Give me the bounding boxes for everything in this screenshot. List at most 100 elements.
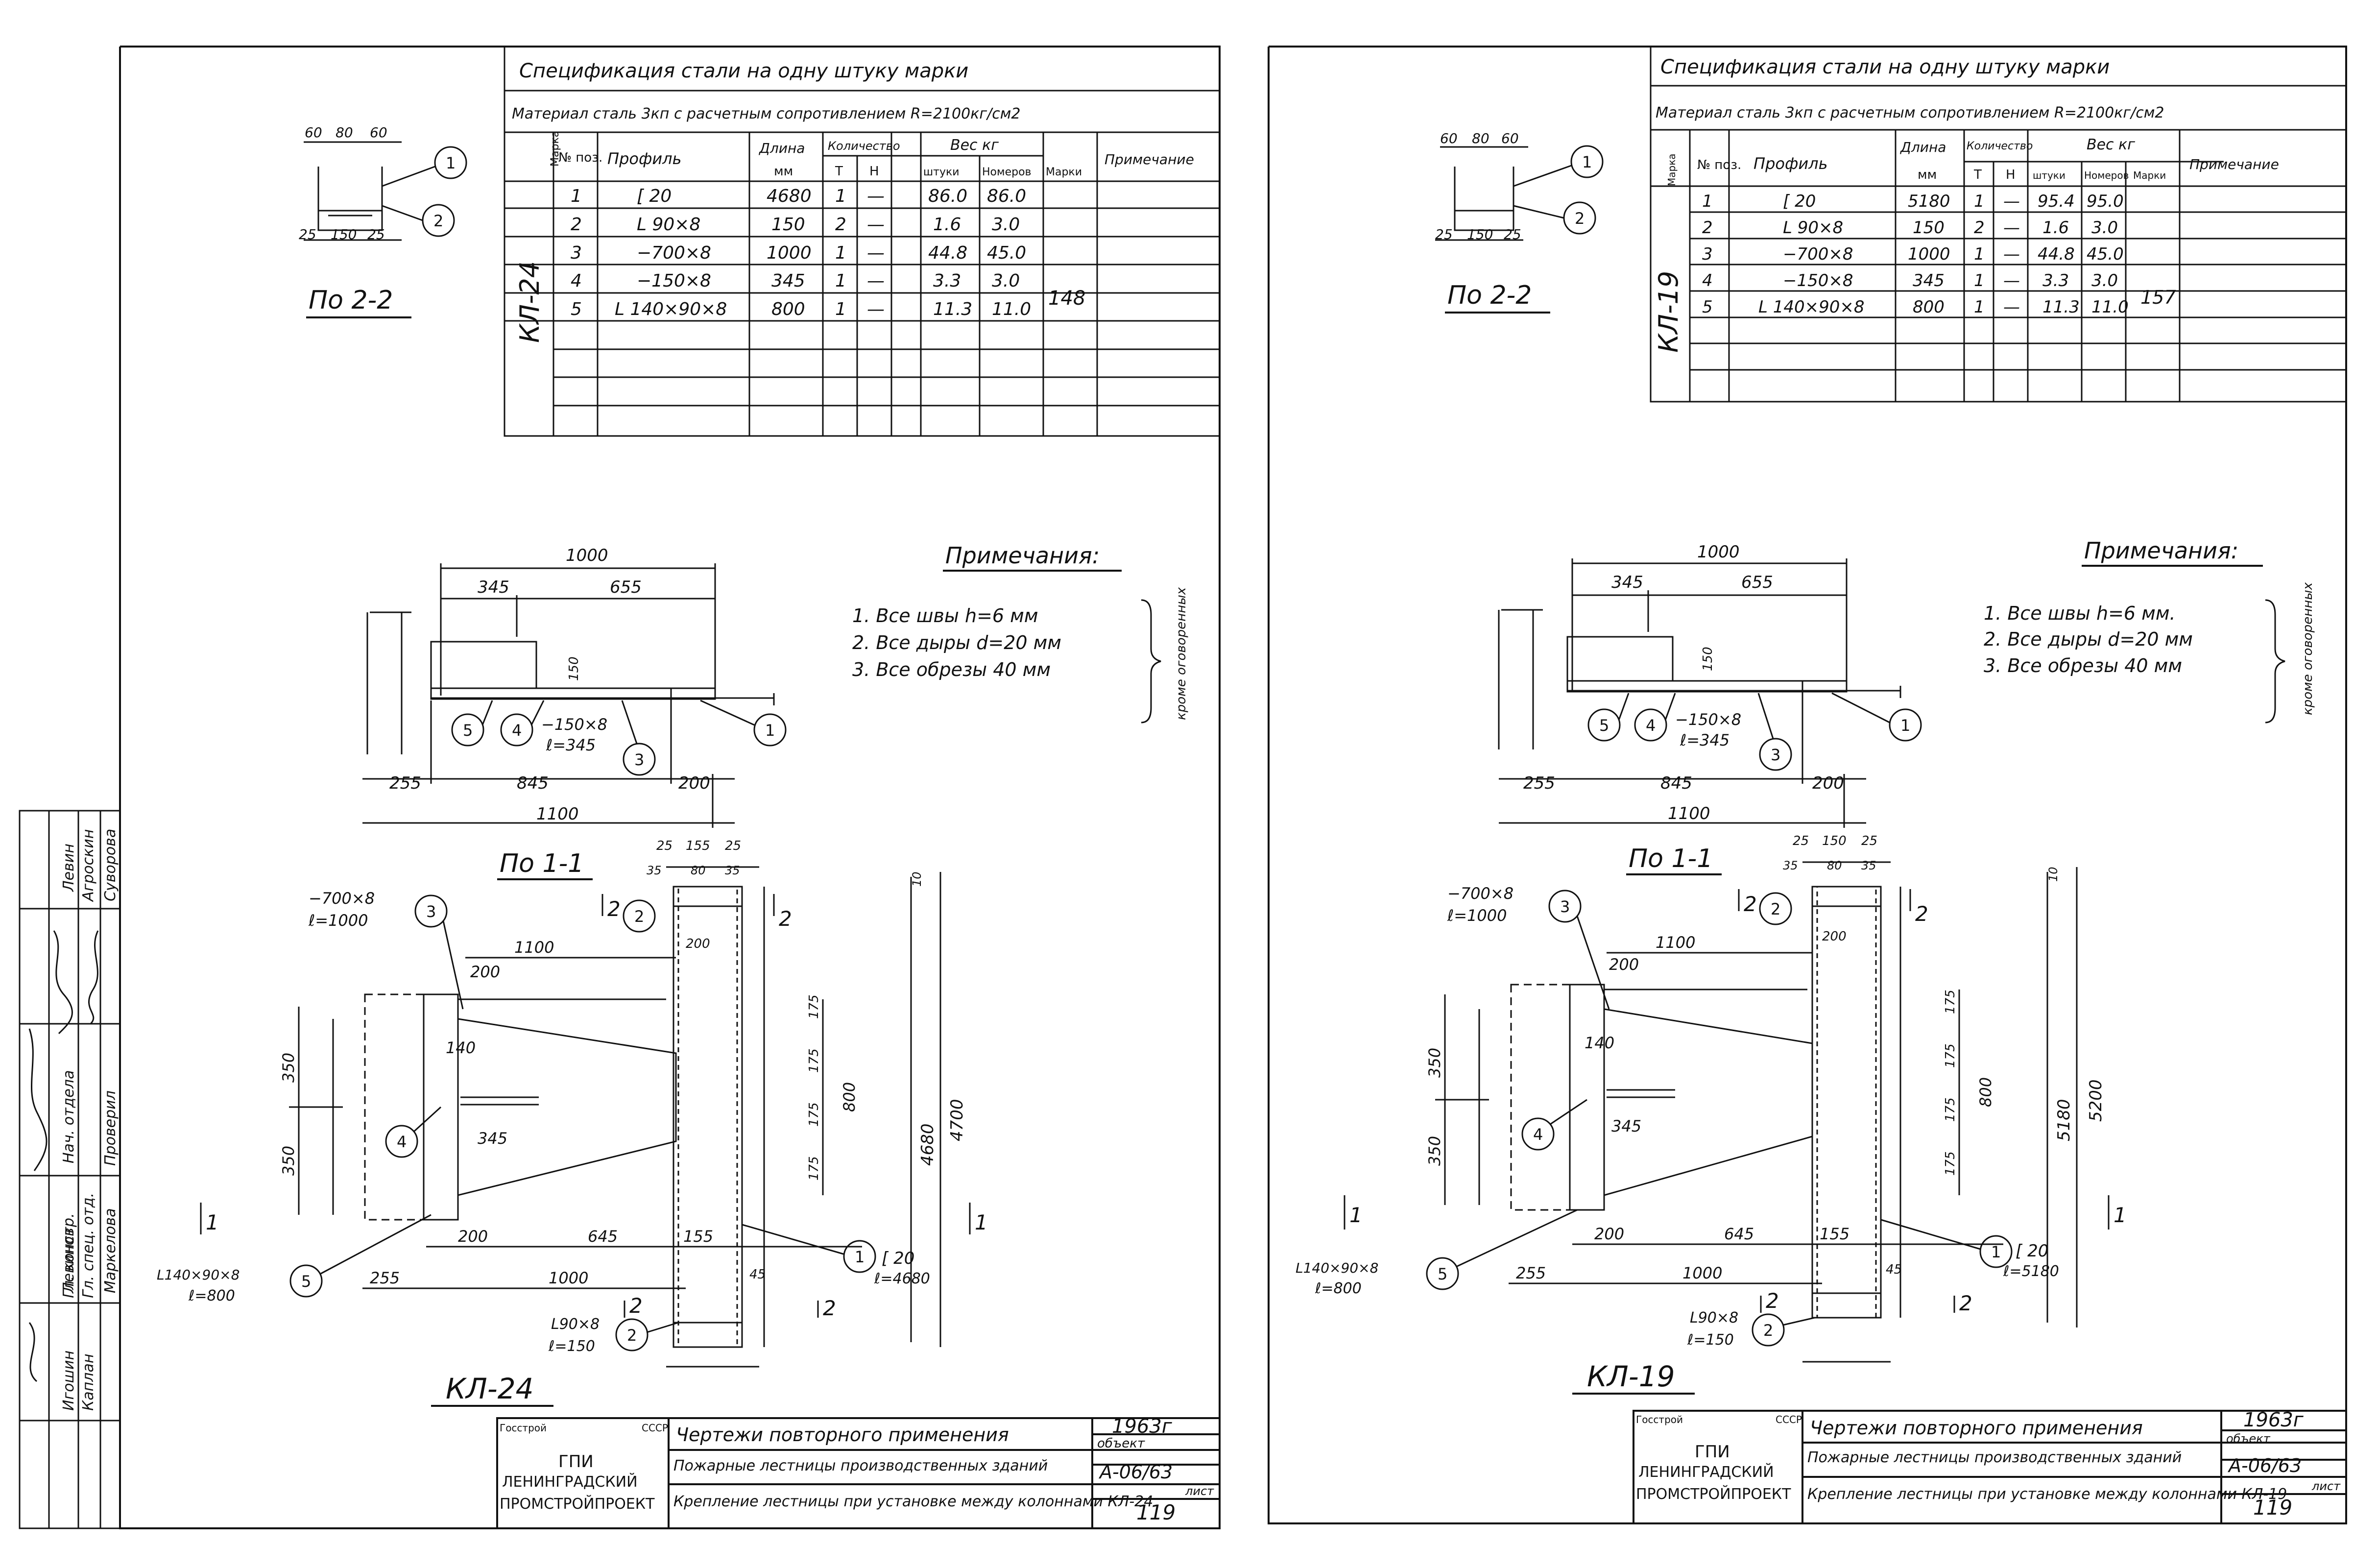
tb-org1: Госстрой [500, 1422, 547, 1434]
table-row: 800 [771, 299, 805, 319]
section-2-2-title: По 2-2 [309, 286, 393, 315]
spec-header-profile: Профиль [1753, 154, 1827, 173]
plan-label: L90×8 [551, 1316, 600, 1333]
table-row: 4680 [767, 186, 812, 206]
notes-title: Примечания: [2084, 537, 2238, 564]
table-row: 1 [1974, 271, 1985, 290]
plate-len: ℓ=345 [1680, 731, 1729, 749]
table-row: 150 [1913, 218, 1945, 238]
callout-label: 1 [446, 154, 456, 172]
dim: 845 [517, 773, 549, 793]
dim: 845 [1660, 773, 1692, 793]
table-row: 1 [1702, 192, 1713, 211]
table-row: 11.3 [933, 299, 972, 319]
plate-label: −150×8 [1675, 710, 1741, 729]
plate-len: ℓ=345 [546, 736, 596, 754]
table-row: [ 20 [1783, 192, 1816, 211]
table-row: 3 [1702, 244, 1713, 264]
dim: 645 [1724, 1225, 1754, 1243]
section-mark: 2 [1915, 902, 1928, 926]
dim: 155 [1820, 1225, 1850, 1243]
dim: 255 [370, 1269, 400, 1287]
section-marks-right: 1 1 2 2 2 2 [1349, 892, 2127, 1315]
table-row: 4 [1702, 271, 1713, 290]
dim: 10 [910, 871, 924, 887]
dim: 1000 [1697, 542, 1740, 562]
section-2-2-dim: 60 [1440, 130, 1458, 146]
dim: 200 [470, 963, 500, 981]
table-row: 11.3 [2042, 297, 2080, 317]
dim: 175 [807, 1048, 821, 1073]
spec-header-note: Примечание [1105, 151, 1194, 168]
plan-label: [ 20 [2016, 1241, 2048, 1261]
table-row: 3.0 [2091, 271, 2118, 290]
table-row: L 90×8 [1783, 218, 1843, 238]
dim: 35 [647, 864, 662, 877]
plan-dims-right: 1100 200 140 345 350 350 200 645 155 255… [1425, 834, 2060, 1282]
spec-mark-weight: 157 [2140, 287, 2176, 308]
callout-label: 4 [512, 721, 522, 740]
dim: 255 [1516, 1264, 1546, 1282]
section-2-2-dim: 80 [1472, 130, 1489, 146]
titleblock-left [496, 1417, 1221, 1529]
dim: 1000 [1682, 1264, 1722, 1282]
spec-header-mark: Марка [549, 131, 561, 167]
dim: 45 [749, 1267, 766, 1282]
tb-line2: Пожарные лестницы производственных здани… [673, 1457, 1048, 1474]
callout-label: 3 [1771, 746, 1780, 764]
table-row: 86.0 [987, 186, 1026, 206]
table-row: 5180 [1908, 192, 1950, 211]
spec-header-qty-t: Т [1973, 168, 1982, 182]
dim: 35 [1861, 859, 1876, 872]
plan-label: ℓ=800 [1315, 1280, 1362, 1297]
spec-header-profile: Профиль [607, 149, 681, 168]
plan-label: [ 20 [882, 1249, 914, 1268]
spec-material: Материал сталь 3кп с расчетным сопротивл… [1656, 104, 2164, 121]
callout-label: 3 [634, 750, 644, 769]
spec-title: Спецификация стали на одну штуку марки [519, 60, 968, 82]
spec-header-weight: Вес кг [2087, 136, 2135, 153]
stamp-name: Левинов [60, 1228, 77, 1294]
table-row: 44.8 [928, 243, 967, 263]
spec-header-w-mark: Марки [1046, 166, 1082, 178]
section-2-2-left [304, 141, 467, 241]
spec-header-length: Длина [758, 140, 805, 156]
spec-header-w-total: Номеров [982, 166, 1032, 178]
dim: 80 [691, 864, 706, 877]
plan-label: ℓ=150 [1687, 1331, 1734, 1349]
plan-title: КЛ-19 [1587, 1360, 1675, 1393]
callout-label: 2 [627, 1326, 637, 1345]
dim: 1100 [536, 804, 579, 824]
table-row: 1 [571, 186, 582, 206]
tb-object: А-06/63 [1098, 1461, 1173, 1483]
section-mark: 1 [2114, 1203, 2127, 1227]
sheet-left-frame [119, 46, 1221, 1529]
plan-label: 5200 [2086, 1079, 2106, 1122]
spec-header-weight: Вес кг [950, 137, 999, 154]
tb-sheet-label: лист [1185, 1484, 1214, 1498]
dim: 200 [1822, 929, 1847, 944]
dim: 200 [678, 773, 710, 793]
section-2-2-dim: 25 [299, 226, 316, 242]
section-2-2-dim: 80 [336, 124, 353, 141]
callout-label: 1 [1582, 153, 1592, 171]
plan-callouts-left: 3 2 4 5 1 2 [301, 902, 865, 1345]
dim: 350 [1425, 1048, 1444, 1078]
plan-callouts-right: 3 2 4 5 1 2 [1438, 897, 2001, 1340]
section-mark: 2 [629, 1294, 643, 1318]
plate-label: −150×8 [541, 715, 607, 734]
spec-header-length-unit: мм [774, 164, 793, 179]
section-1-1-title: По 1-1 [500, 849, 584, 878]
section-2-2-dim: 25 [367, 226, 385, 242]
section-2-2-dim: 25 [1504, 226, 1521, 242]
tb-institute-3: ПРОМСТРОЙПРОЕКТ [500, 1495, 655, 1513]
spec-rows-left: 1 [ 20 4680 1 — 86.0 86.0 2 L 90×8 150 2… [571, 186, 1031, 319]
spec-header-length-unit: мм [1918, 168, 1937, 182]
dim: 1100 [514, 938, 554, 957]
callout-label: 1 [1991, 1243, 2001, 1261]
spec-header-mark: Марка [1666, 153, 1678, 186]
dim: 155 [683, 1227, 713, 1246]
callout-label: 5 [1438, 1265, 1447, 1283]
plan-title: КЛ-24 [446, 1372, 534, 1405]
